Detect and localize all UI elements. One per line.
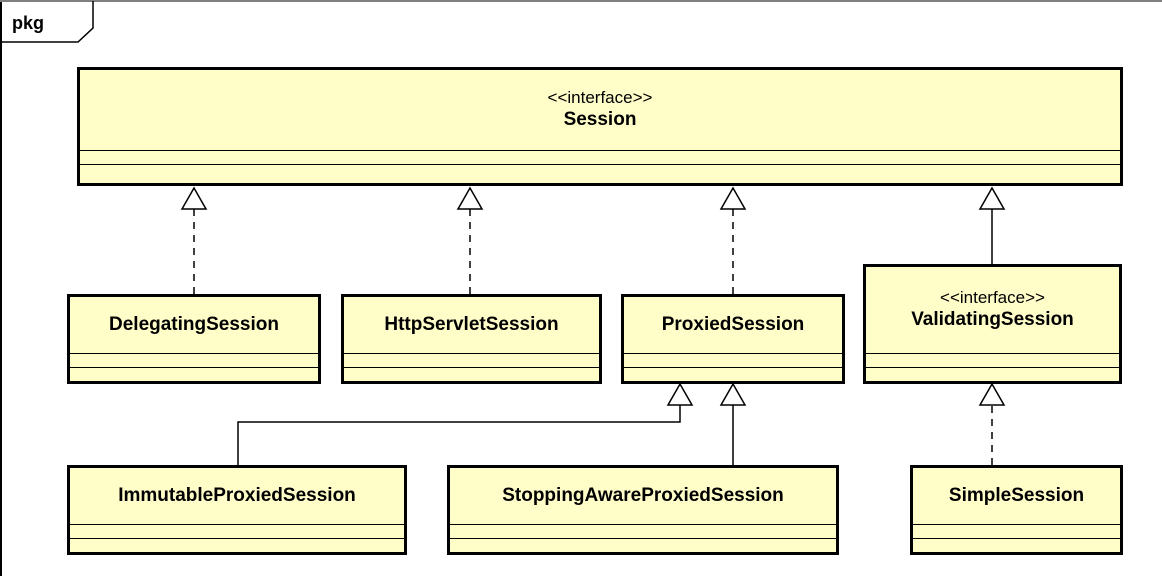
realization-delegating-to-session <box>180 186 208 294</box>
generalization-stopping-to-proxied <box>719 382 747 465</box>
realization-http-to-session <box>456 186 484 294</box>
class-immutable-proxied-session[interactable]: ImmutableProxiedSession <box>67 465 407 555</box>
validating-session-stereotype: <<interface>> <box>940 288 1045 307</box>
session-name: Session <box>563 109 637 130</box>
stopping-attributes-divider <box>450 524 836 525</box>
session-operations-divider <box>80 164 1120 165</box>
generalization-immutable-to-proxied <box>237 382 694 465</box>
class-stopping-aware-proxied-session[interactable]: StoppingAwareProxiedSession <box>447 465 839 555</box>
generalization-validating-to-session <box>978 186 1006 264</box>
stopping-operations-divider <box>450 538 836 539</box>
http-operations-divider <box>344 367 599 368</box>
session-attributes-divider <box>80 150 1120 151</box>
http-servlet-session-name: HttpServletSession <box>384 314 559 335</box>
simple-operations-divider <box>913 538 1120 539</box>
realization-simple-to-validating <box>978 382 1006 465</box>
immutable-proxied-session-name: ImmutableProxiedSession <box>118 485 356 506</box>
validating-session-name: ValidatingSession <box>911 309 1074 330</box>
realization-proxied-to-session <box>719 186 747 294</box>
simple-session-name: SimpleSession <box>948 485 1085 506</box>
delegating-attributes-divider <box>70 353 318 354</box>
validating-attributes-divider <box>866 353 1119 354</box>
class-validating-session[interactable]: <<interface>> ValidatingSession <box>863 264 1122 384</box>
class-http-servlet-session[interactable]: HttpServletSession <box>341 294 602 384</box>
package-label: pkg <box>12 13 45 33</box>
class-simple-session[interactable]: SimpleSession <box>910 465 1123 555</box>
delegating-session-name: DelegatingSession <box>109 314 279 335</box>
immutable-attributes-divider <box>70 524 404 525</box>
http-attributes-divider <box>344 353 599 354</box>
delegating-operations-divider <box>70 367 318 368</box>
stopping-aware-proxied-session-name: StoppingAwareProxiedSession <box>502 485 784 506</box>
proxied-attributes-divider <box>624 353 842 354</box>
immutable-operations-divider <box>70 538 404 539</box>
simple-attributes-divider <box>913 524 1120 525</box>
class-proxied-session[interactable]: ProxiedSession <box>621 294 845 384</box>
proxied-session-name: ProxiedSession <box>661 314 805 335</box>
session-stereotype: <<interface>> <box>547 88 653 107</box>
validating-operations-divider <box>866 367 1119 368</box>
proxied-operations-divider <box>624 367 842 368</box>
class-session[interactable]: <<interface>> Session <box>77 67 1123 186</box>
class-delegating-session[interactable]: DelegatingSession <box>67 294 321 384</box>
